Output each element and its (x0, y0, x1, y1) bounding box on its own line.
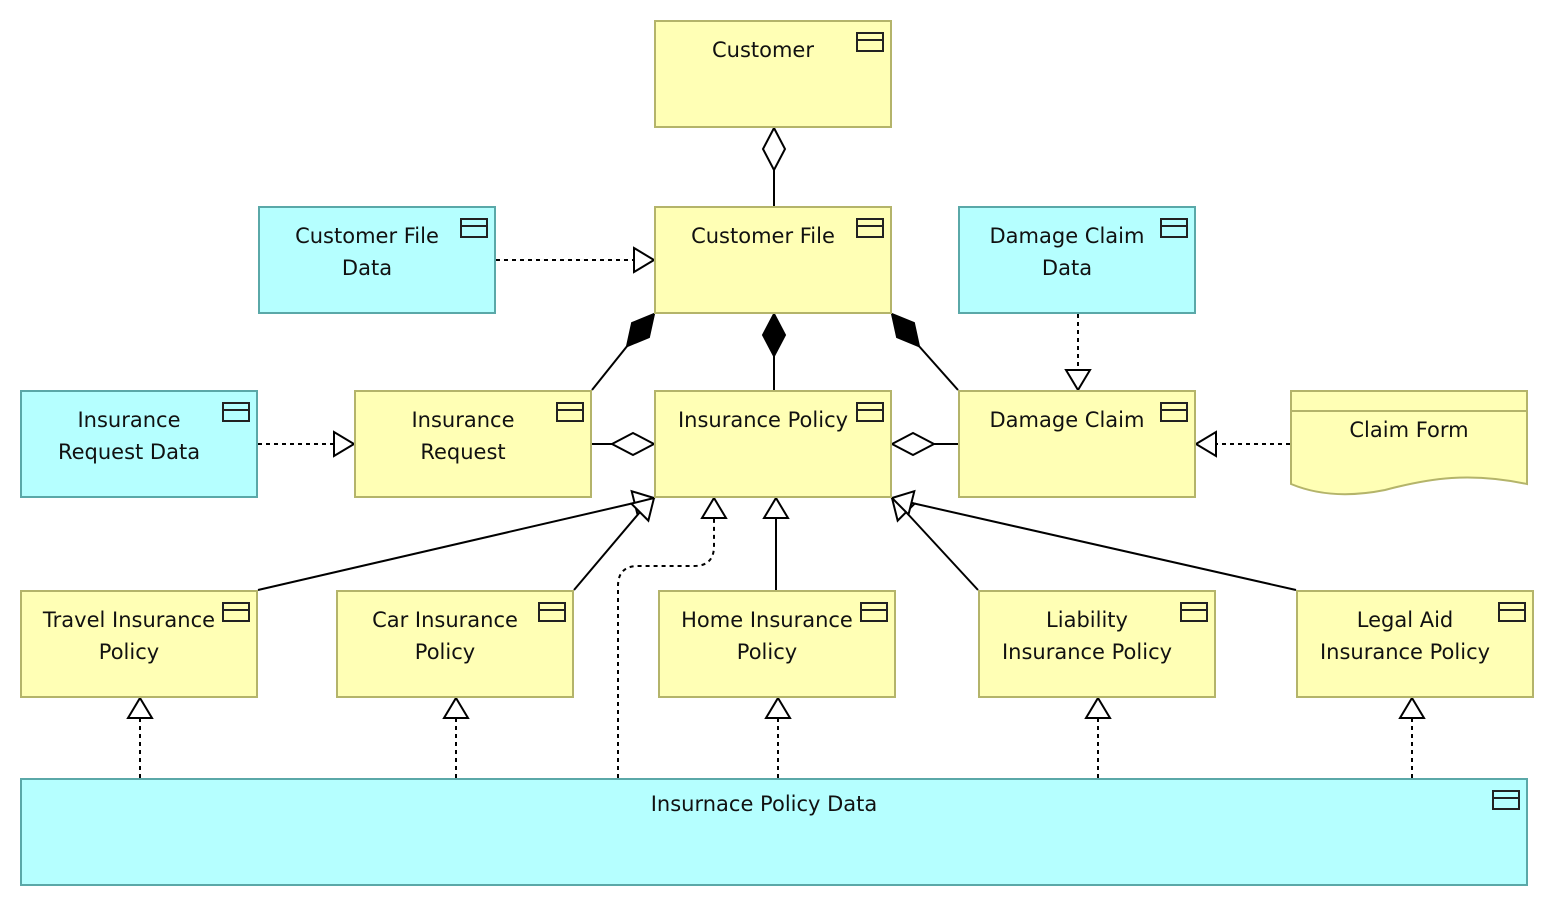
business-object-icon (1180, 602, 1208, 622)
arrowhead-triangle (629, 496, 656, 523)
node-customer[interactable]: Customer (654, 20, 892, 128)
edge-realization[interactable] (1194, 430, 1290, 458)
node-car-insurance-policy[interactable]: Car Insurance Policy (336, 590, 574, 698)
business-object-icon (856, 218, 884, 238)
business-object-icon (538, 602, 566, 622)
node-liability-insurance-policy[interactable]: Liability Insurance Policy (978, 590, 1216, 698)
edge-aggregation[interactable] (889, 431, 958, 457)
edge-composition[interactable] (890, 312, 959, 391)
node-legal-aid-insurance-policy[interactable]: Legal Aid Insurance Policy (1296, 590, 1534, 698)
node-travel-insurance-policy[interactable]: Travel Insurance Policy (20, 590, 258, 698)
arrowhead-filled-diamond (625, 312, 656, 348)
node-insurance-policy[interactable]: Insurance Policy (654, 390, 892, 498)
node-label: Customer (711, 38, 814, 62)
node-home-insurance-policy[interactable]: Home Insurance Policy (658, 590, 896, 698)
node-claim-form[interactable]: Claim Form (1290, 390, 1528, 498)
edge-aggregation[interactable] (761, 125, 787, 206)
arrowhead-triangle (1084, 696, 1112, 719)
data-object-icon (1160, 218, 1188, 238)
edge-realization[interactable] (258, 430, 356, 458)
arrowhead-triangle (442, 696, 470, 719)
edge-specialization[interactable] (890, 489, 1297, 591)
node-customer-file[interactable]: Customer File (654, 206, 892, 314)
arrowhead-triangle (333, 430, 356, 458)
arrowhead-triangle (700, 496, 728, 519)
edge-realization[interactable] (496, 246, 656, 274)
arrowhead-open-diamond (609, 431, 657, 457)
business-object-icon (222, 602, 250, 622)
node-label: Insurance Request Data (57, 408, 201, 464)
node-label: Insurnace Policy Data (650, 792, 878, 816)
edge-composition[interactable] (761, 311, 787, 390)
edge-line (573, 511, 641, 591)
node-label: Damage Claim (989, 408, 1145, 432)
data-object-icon (222, 402, 250, 422)
arrowhead-triangle (764, 696, 792, 719)
business-object-icon (1498, 602, 1526, 622)
arrowhead-triangle (1064, 369, 1092, 392)
arrowhead-triangle (1398, 696, 1426, 719)
node-label: Customer File Data (295, 224, 439, 280)
edge-realization[interactable] (1064, 314, 1092, 392)
node-label: Home Insurance Policy (681, 608, 853, 664)
arrowhead-triangle (126, 696, 154, 719)
node-label: Insurance Policy (677, 408, 849, 432)
business-object-icon (860, 602, 888, 622)
arrowhead-triangle (633, 246, 656, 274)
business-object-icon (856, 402, 884, 422)
arrowhead-open-diamond (761, 125, 787, 173)
representation-shape (1290, 390, 1528, 496)
node-label: Legal Aid Insurance Policy (1319, 608, 1491, 664)
business-object-icon (1160, 402, 1188, 422)
edge-aggregation[interactable] (592, 431, 657, 457)
business-object-icon (556, 402, 584, 422)
node-insurance-request[interactable]: Insurance Request (354, 390, 592, 498)
node-damage-claim-data[interactable]: Damage Claim Data (958, 206, 1196, 314)
edge-realization[interactable] (126, 696, 154, 778)
edge-specialization[interactable] (573, 496, 656, 591)
node-insurance-request-data[interactable]: Insurance Request Data (20, 390, 258, 498)
node-label: Damage Claim Data (989, 224, 1145, 280)
edge-specialization[interactable] (257, 489, 656, 591)
edge-line (617, 518, 715, 778)
edge-line (911, 502, 1297, 591)
arrowhead-triangle (890, 489, 916, 517)
node-label: Liability Insurance Policy (1001, 608, 1173, 664)
arrowhead-filled-diamond (761, 311, 787, 359)
edge-realization[interactable] (1084, 696, 1112, 778)
edge-composition[interactable] (591, 312, 656, 391)
arrowhead-filled-diamond (890, 312, 921, 348)
data-object-icon (1492, 790, 1520, 810)
edge-realization[interactable] (764, 696, 792, 778)
node-label: Car Insurance Policy (372, 608, 518, 664)
edge-line (591, 344, 629, 391)
node-label: Customer File (691, 224, 835, 248)
arrowhead-open-diamond (889, 431, 937, 457)
edge-line (905, 511, 979, 591)
node-damage-claim[interactable]: Damage Claim (958, 390, 1196, 498)
edge-realization[interactable] (442, 696, 470, 778)
node-label: Travel Insurance Policy (42, 608, 216, 664)
node-customer-file-data[interactable]: Customer File Data (258, 206, 496, 314)
data-object-icon (460, 218, 488, 238)
node-label: Insurance Request (411, 408, 515, 464)
node-insurance-policy-data[interactable]: Insurnace Policy Data (20, 778, 1528, 886)
arrowhead-triangle (1194, 430, 1217, 458)
edge-realization[interactable] (1398, 696, 1426, 778)
business-object-icon (856, 32, 884, 52)
edge-realization[interactable] (617, 496, 728, 778)
arrowhead-triangle (762, 496, 790, 519)
edge-line (917, 344, 959, 391)
edge-line (257, 502, 635, 591)
node-label: Claim Form (1349, 418, 1469, 442)
edge-specialization[interactable] (762, 496, 790, 590)
